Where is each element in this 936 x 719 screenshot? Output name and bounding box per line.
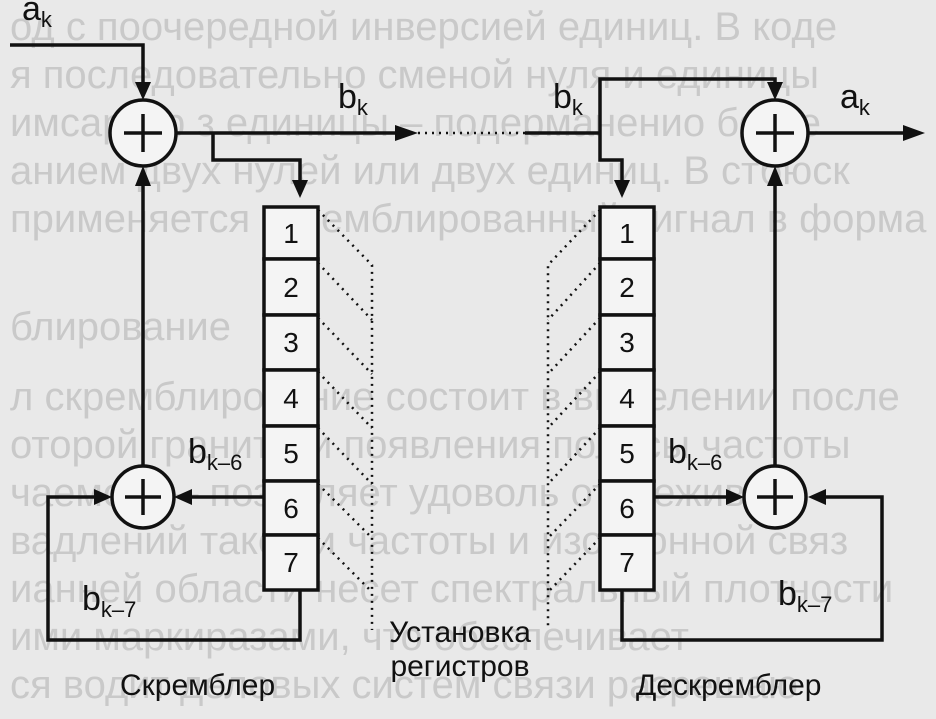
tap6-label: bk–6 bbox=[188, 433, 242, 475]
register-cell bbox=[262, 479, 320, 537]
setup-dotted-line bbox=[317, 262, 373, 321]
arrow-head bbox=[292, 180, 308, 198]
bleed-line: оторой гранитети появления полосы частот… bbox=[10, 423, 851, 467]
arrow-head bbox=[808, 489, 826, 505]
input-label: ak bbox=[22, 0, 53, 32]
register-cell bbox=[598, 479, 656, 537]
bleed-line: ианней области несет спектральный плотно… bbox=[10, 567, 893, 611]
input-wire bbox=[10, 43, 145, 85]
arrow-head bbox=[174, 489, 192, 505]
setup-dotted-line bbox=[547, 427, 601, 485]
register-cell-number: 3 bbox=[283, 327, 299, 358]
plus-icon bbox=[757, 479, 793, 515]
register-cell bbox=[598, 533, 656, 592]
descrambler-input-label: bk bbox=[553, 78, 584, 120]
registers-caption-line2: регистров bbox=[390, 650, 529, 683]
setup-dotted-line bbox=[317, 427, 373, 485]
register-cell bbox=[262, 313, 320, 372]
arrow-head bbox=[726, 489, 744, 505]
register-feed-wire bbox=[211, 133, 302, 180]
plus-icon bbox=[124, 114, 162, 152]
register-cell-number: 3 bbox=[619, 327, 635, 358]
register-cell-number: 7 bbox=[283, 547, 299, 578]
descrambler-tap7-label: bk–7 bbox=[778, 575, 832, 617]
register-cell-number: 7 bbox=[619, 547, 635, 578]
bleed-line: од с поочередной инверсией единиц. В код… bbox=[10, 5, 837, 49]
setup-dotted-line bbox=[317, 537, 373, 593]
arrow-head bbox=[135, 166, 151, 186]
register-cell-number: 1 bbox=[283, 218, 299, 249]
bleed-line: ими маркиразами, что обеспечивает bbox=[10, 615, 689, 659]
descrambler-tap7-wire bbox=[620, 495, 884, 642]
register-setup-links: Установка регистров bbox=[317, 209, 601, 683]
register-cell-number: 5 bbox=[619, 438, 635, 469]
descrambler: bk ak 1 2 3 4 5 6 7 bbox=[525, 77, 925, 702]
scrambler: ak bk 1 2 3 4 5 6 7 bbox=[10, 0, 525, 702]
bleed-line: ся водит деловых систем связи разрешаю bbox=[10, 663, 798, 707]
register-cell bbox=[262, 205, 320, 261]
register-cell-number: 4 bbox=[619, 383, 635, 414]
register-cell bbox=[262, 533, 320, 592]
arrow-head bbox=[94, 489, 112, 505]
bleed-line: блирование bbox=[10, 305, 231, 349]
register-cell-number: 5 bbox=[283, 438, 299, 469]
plus-icon bbox=[125, 479, 161, 515]
arrow-head bbox=[395, 125, 418, 141]
registers-caption-line1: Установка bbox=[389, 616, 531, 649]
register-cell-number: 6 bbox=[619, 493, 635, 524]
register-cell-number: 1 bbox=[619, 218, 635, 249]
register-cell bbox=[262, 257, 320, 317]
descrambler-shift-register: 1 2 3 4 5 6 7 bbox=[598, 205, 656, 592]
register-cell bbox=[598, 205, 656, 261]
tap7-wire bbox=[46, 495, 302, 642]
register-cell bbox=[262, 424, 320, 483]
descrambler-caption: Дескремблер bbox=[636, 669, 822, 702]
setup-dotted-line bbox=[317, 209, 374, 630]
register-cell bbox=[262, 368, 320, 428]
bleed-line: л скремблирование состоит в выделении по… bbox=[10, 375, 900, 419]
arrow-head bbox=[767, 82, 783, 100]
register-cell-number: 6 bbox=[283, 493, 299, 524]
register-cell bbox=[598, 424, 656, 483]
setup-dotted-line bbox=[547, 262, 601, 321]
plus-icon bbox=[756, 114, 794, 152]
arrow-head bbox=[614, 180, 630, 198]
shift-register: 1 2 3 4 5 6 7 bbox=[262, 205, 320, 592]
bleed-line: я последовательно сменой нуля и единицы bbox=[10, 53, 819, 97]
scrambler-caption: Скремблер bbox=[120, 669, 275, 702]
arrow-head bbox=[767, 166, 783, 186]
arrow-head bbox=[135, 82, 151, 100]
output-label: ak bbox=[840, 78, 871, 120]
setup-dotted-line bbox=[547, 371, 601, 429]
register-cell bbox=[598, 368, 656, 428]
descrambler-register-feed-wire bbox=[598, 133, 624, 180]
tap7-label: bk–7 bbox=[82, 580, 136, 622]
bleed-line: применяется скремблированный сигнал в фо… bbox=[10, 197, 927, 241]
setup-dotted-line bbox=[317, 483, 373, 539]
setup-dotted-line bbox=[547, 317, 601, 375]
descrambler-tap6-label: bk–6 bbox=[668, 433, 722, 475]
register-cell-number: 4 bbox=[283, 383, 299, 414]
encoded-label: bk bbox=[338, 78, 369, 120]
register-cell-number: 2 bbox=[619, 272, 635, 303]
register-cell bbox=[598, 313, 656, 372]
setup-dotted-line bbox=[317, 371, 373, 429]
register-cell-number: 2 bbox=[283, 272, 299, 303]
setup-dotted-line bbox=[317, 317, 373, 375]
arrow-head bbox=[903, 125, 925, 141]
